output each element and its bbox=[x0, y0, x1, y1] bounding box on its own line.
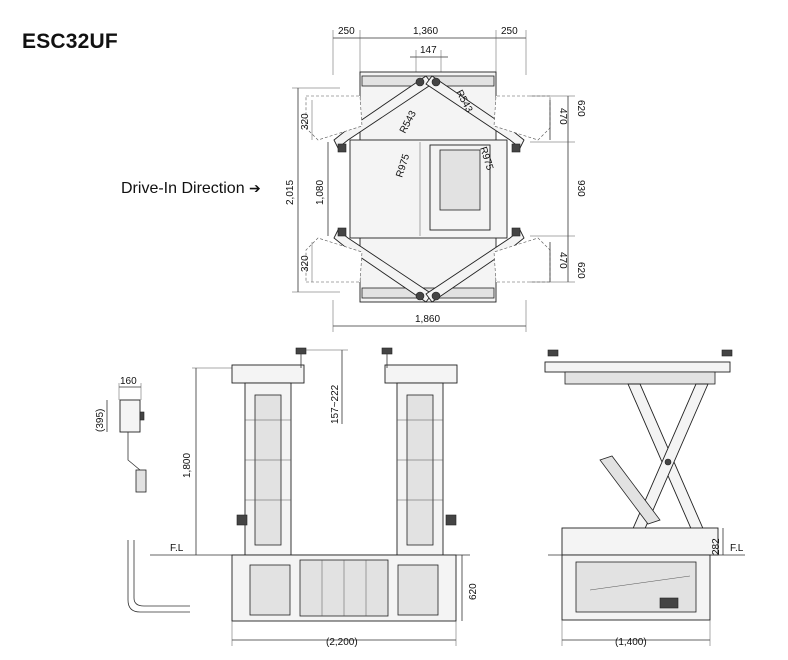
dim-right-middle: 930 bbox=[575, 180, 586, 197]
dim-right-bottom-inner: 470 bbox=[557, 252, 568, 269]
front-max-height: 1,800 bbox=[182, 453, 193, 478]
front-floor-label: F.L bbox=[170, 543, 184, 554]
side-floor-label: F.L bbox=[730, 543, 744, 554]
top-view: 250 1,360 250 147 1,860 2,015 1,080 320 … bbox=[285, 26, 586, 332]
console-height: (395) bbox=[95, 409, 106, 432]
model-title: ESC32UF bbox=[22, 30, 118, 53]
dim-top-center: 1,360 bbox=[413, 26, 438, 37]
arrow-right-icon: ➔ bbox=[249, 180, 261, 196]
dim-left-middle: 1,080 bbox=[315, 180, 326, 205]
front-view: 1,800 157~222 F.L bbox=[150, 347, 479, 648]
dim-right-bottom-outer: 620 bbox=[575, 262, 586, 279]
front-overall-width: (2,200) bbox=[326, 637, 358, 648]
side-overall-width: (1,400) bbox=[615, 637, 647, 648]
front-pad-range: 157~222 bbox=[330, 384, 341, 424]
dim-top-right: 250 bbox=[501, 26, 518, 37]
side-lowered-height: 282 bbox=[711, 538, 722, 555]
console-width: 160 bbox=[120, 376, 137, 387]
dim-bottom: 1,860 bbox=[415, 314, 440, 325]
dim-left-lower: 320 bbox=[300, 255, 311, 272]
dim-right-top-inner: 470 bbox=[557, 108, 568, 125]
side-view: F.L 282 (1,400) bbox=[544, 349, 745, 648]
control-console: 160 (395) bbox=[95, 376, 190, 613]
dim-right-top-outer: 620 bbox=[575, 100, 586, 117]
drive-in-direction-label: Drive-In Direction bbox=[121, 180, 245, 197]
drive-in-direction: Drive-In Direction ➔ bbox=[121, 180, 261, 198]
dim-inner-top: 147 bbox=[420, 45, 437, 56]
front-pit-depth: 620 bbox=[468, 583, 479, 600]
dim-left-upper: 320 bbox=[300, 113, 311, 130]
dim-left-total: 2,015 bbox=[285, 180, 296, 205]
dim-top-left: 250 bbox=[338, 26, 355, 37]
